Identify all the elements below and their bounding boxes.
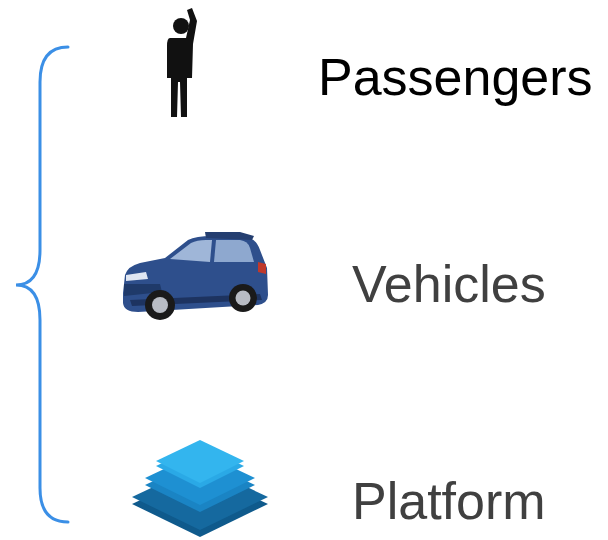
curly-brace bbox=[16, 47, 68, 522]
platform-icon bbox=[132, 440, 268, 537]
tier-label: Vehicles bbox=[352, 258, 546, 310]
passenger-icon bbox=[167, 8, 197, 117]
vehicle-icon bbox=[123, 232, 268, 320]
tier-label: Passengers bbox=[318, 51, 593, 103]
tier-label: Platform bbox=[352, 475, 546, 527]
